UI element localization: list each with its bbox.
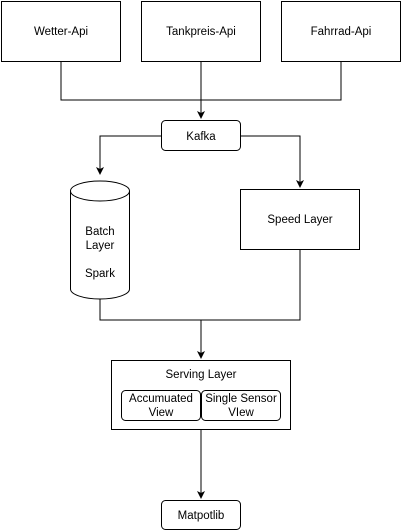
batch-layer-label-line3: Spark: [85, 268, 115, 280]
node-serving-layer: Serving Layer Accumuated View Single Sen…: [111, 360, 291, 430]
speed-layer-label: Speed Layer: [267, 214, 332, 226]
matpotlib-label: Matpotlib: [178, 510, 225, 522]
batch-layer-label-line2: Layer: [86, 240, 115, 252]
node-batch-layer: Batch Layer Spark: [70, 180, 130, 300]
edge-kafka-to-batch-layer: [96, 135, 161, 175]
kafka-label: Kafka: [186, 131, 216, 143]
wetter-api-label: Wetter-Api: [34, 26, 88, 38]
node-single-sensor-view: Single Sensor VIew: [201, 390, 281, 421]
node-wetter-api: Wetter-Api: [1, 1, 121, 62]
database-cylinder-icon: [70, 180, 130, 300]
edges: [60, 62, 342, 499]
node-kafka: Kafka: [161, 120, 241, 151]
node-matpotlib: Matpotlib: [161, 500, 241, 530]
node-tankpreis-api: Tankpreis-Api: [141, 1, 261, 62]
fahrrad-api-label: Fahrrad-Api: [311, 26, 372, 38]
single-sensor-view-label-line2: VIew: [228, 407, 254, 419]
node-speed-layer: Speed Layer: [240, 189, 360, 250]
serving-layer-label: Serving Layer: [166, 369, 237, 381]
accumulated-view-label-line2: View: [149, 407, 174, 419]
accumulated-view-label-line1: Accumuated: [129, 393, 193, 405]
edge-kafka-to-speed-layer: [241, 135, 304, 188]
single-sensor-view-label-line1: Single Sensor: [205, 393, 277, 405]
node-fahrrad-api: Fahrrad-Api: [281, 1, 401, 62]
node-accumulated-view: Accumuated View: [121, 390, 201, 421]
tankpreis-api-label: Tankpreis-Api: [166, 26, 236, 38]
batch-layer-label-line1: Batch: [85, 226, 114, 238]
edge-layers-to-serving: [99, 250, 301, 321]
